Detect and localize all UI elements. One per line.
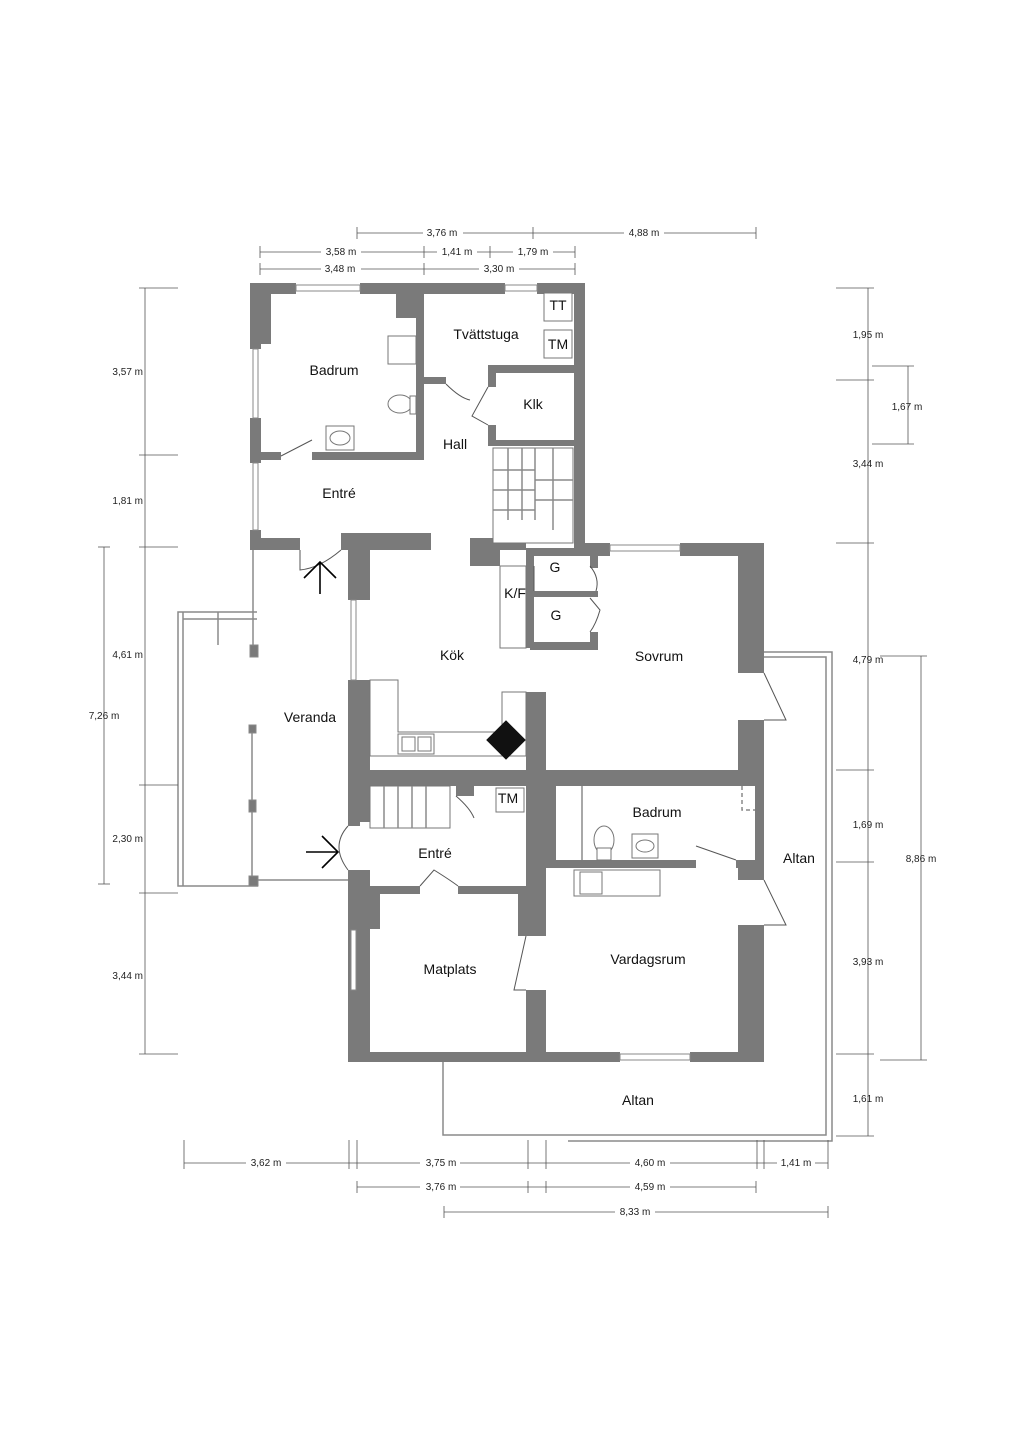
room-matplats: Matplats (424, 961, 477, 977)
room-g1: G (550, 559, 561, 575)
dim-top-2: 3,58 m (326, 247, 357, 258)
dim-right-7: 1,61 m (853, 1094, 884, 1105)
dim-right-4: 1,69 m (853, 820, 884, 831)
room-kf: K/F (504, 585, 526, 601)
room-veranda: Veranda (284, 709, 336, 725)
dim-right-0: 1,95 m (853, 330, 884, 341)
dim-left-0: 3,57 m (112, 367, 143, 378)
dim-bottom-6: 8,33 m (620, 1207, 651, 1218)
dim-bottom-2: 4,60 m (635, 1158, 666, 1169)
room-tt: TT (549, 297, 567, 313)
dim-right-5: 8,86 m (906, 854, 937, 865)
entry-arrow-lower (306, 835, 340, 869)
room-tm-upper: TM (548, 336, 568, 352)
room-klk: Klk (523, 396, 543, 412)
dim-left-2: 4,61 m (112, 650, 143, 661)
room-sovrum: Sovrum (635, 648, 683, 664)
room-badrum-upper: Badrum (309, 362, 358, 378)
room-tm-lower: TM (498, 790, 518, 806)
room-kok: Kök (440, 647, 465, 663)
room-labels: Badrum Tvättstuga TT TM Klk Hall Entré K… (284, 297, 815, 1108)
dimension-labels: 3,76 m 4,88 m 3,58 m 1,41 m 1,79 m 3,48 … (89, 227, 937, 1218)
dim-right-2: 3,44 m (853, 459, 884, 470)
dim-top-3: 1,41 m (442, 247, 473, 258)
dim-left-5: 3,44 m (112, 971, 143, 982)
room-altan-bottom: Altan (622, 1092, 654, 1108)
dim-top-5: 3,48 m (325, 264, 356, 275)
dim-top-4: 1,79 m (518, 247, 549, 258)
dim-top-6: 3,30 m (484, 264, 515, 275)
altan-terrace (442, 651, 833, 1142)
dim-bottom-0: 3,62 m (251, 1158, 282, 1169)
room-vardagsrum: Vardagsrum (610, 951, 685, 967)
walls (250, 283, 764, 1062)
room-g2: G (551, 607, 562, 623)
dim-bottom-4: 3,76 m (426, 1182, 457, 1193)
room-tvattstuga: Tvättstuga (453, 326, 519, 342)
dim-left-4: 2,30 m (112, 834, 143, 845)
dim-bottom-5: 4,59 m (635, 1182, 666, 1193)
dim-left-1: 1,81 m (112, 496, 143, 507)
entry-arrow-upper (303, 560, 337, 594)
dim-top-1: 4,88 m (629, 228, 660, 239)
dim-left-3: 7,26 m (89, 711, 120, 722)
fixtures (325, 292, 755, 897)
room-altan-right: Altan (783, 850, 815, 866)
room-badrum-lower: Badrum (632, 804, 681, 820)
dim-right-3: 4,79 m (853, 655, 884, 666)
room-entre-lower: Entré (418, 845, 452, 861)
dim-bottom-3: 1,41 m (781, 1158, 812, 1169)
dim-bottom-1: 3,75 m (426, 1158, 457, 1169)
room-hall: Hall (443, 436, 467, 452)
dim-right-1: 1,67 m (892, 402, 923, 413)
dim-top-0: 3,76 m (427, 228, 458, 239)
veranda-terrace (177, 611, 350, 887)
dim-right-6: 3,93 m (853, 957, 884, 968)
room-entre-upper: Entré (322, 485, 356, 501)
windows (248, 284, 691, 1061)
